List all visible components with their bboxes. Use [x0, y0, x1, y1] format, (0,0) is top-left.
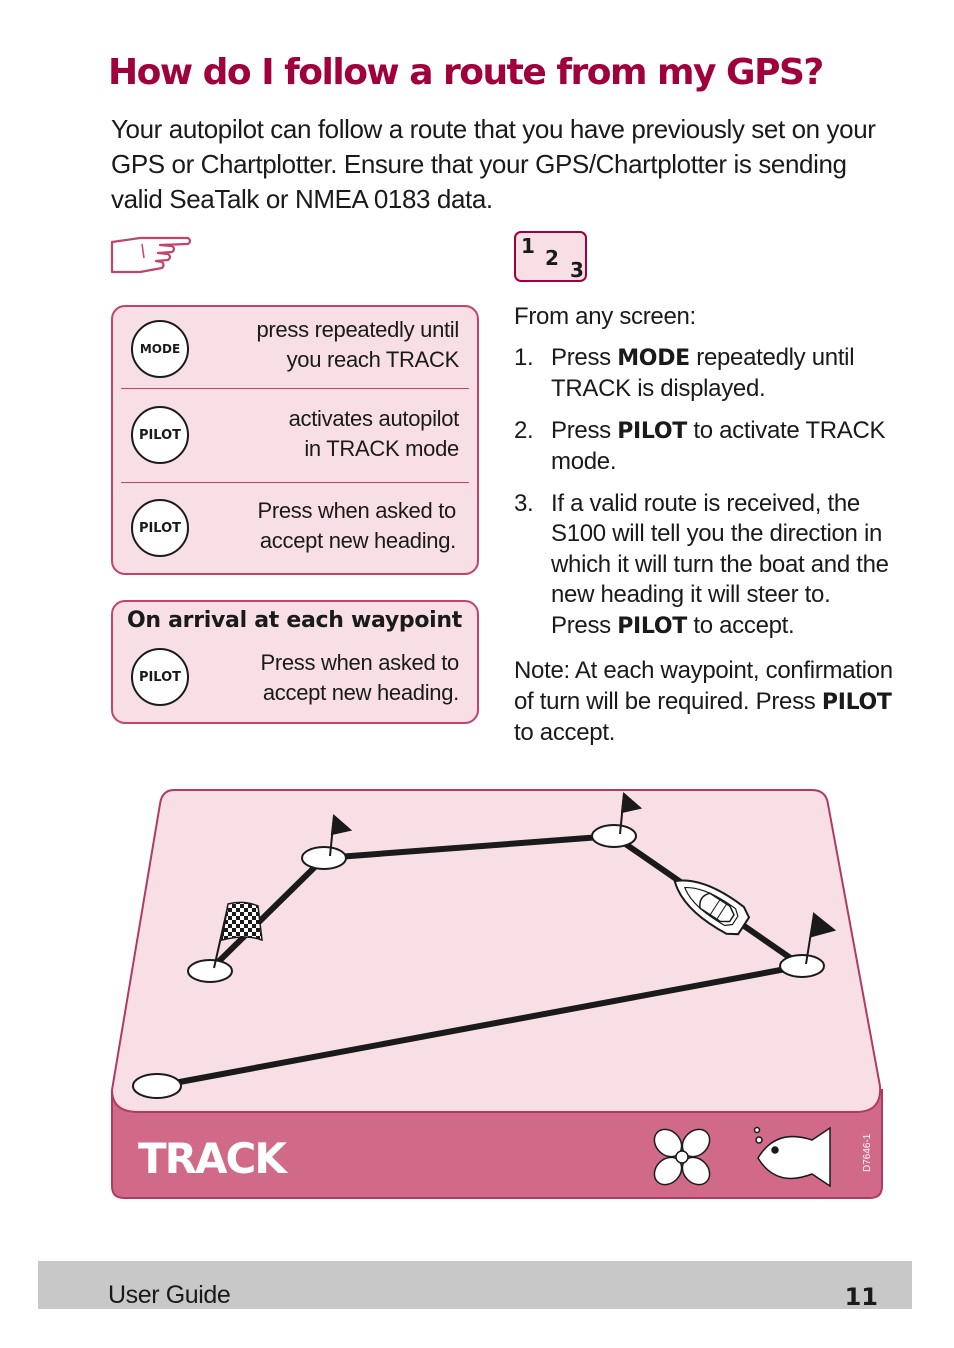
instructions: From any screen: 1. Press MODE repeatedl…: [514, 302, 894, 749]
key-action-panel: MODE press repeatedly until you reach TR…: [111, 305, 479, 575]
instructions-lead: From any screen:: [514, 303, 696, 330]
instructions-steps: 1. Press MODE repeatedly until TRACK is …: [514, 343, 894, 643]
fish-icon: [753, 1126, 831, 1188]
note-keyword: PILOT: [821, 689, 892, 715]
pilot-key-button[interactable]: PILOT: [131, 499, 189, 557]
desc-line-2: you reach TRACK: [286, 347, 460, 372]
step-text-pre: Press: [551, 343, 618, 371]
page-title: How do I follow a route from my GPS?: [108, 52, 824, 93]
instruction-step: 1. Press MODE repeatedly until TRACK is …: [514, 343, 894, 405]
note-text-pre: Note: At each waypoint, confirmation of …: [514, 657, 893, 715]
step-text-pre: If a valid route is received, the S100 w…: [551, 489, 889, 639]
key-row-description: press repeatedly until you reach TRACK: [256, 315, 459, 375]
pointing-hand-icon: [110, 236, 192, 274]
waypoint-marker: [132, 824, 825, 1099]
step-text-pre: Press: [551, 416, 618, 444]
page-footer: User Guide 11: [38, 1261, 912, 1311]
pilot-key-button[interactable]: PILOT: [131, 648, 189, 706]
numbered-steps-icon: 1 2 3: [514, 231, 587, 282]
arrival-description: Press when asked to accept new heading.: [260, 648, 459, 708]
route-diagram: [110, 789, 883, 1199]
mode-key-button[interactable]: MODE: [131, 320, 189, 378]
page-number: 11: [844, 1283, 878, 1311]
key-row-pilot-activate: PILOT activates autopilot in TRACK mode: [113, 389, 477, 482]
key-row-description: Press when asked to accept new heading.: [257, 496, 456, 556]
key-row-description: activates autopilot in TRACK mode: [288, 404, 460, 464]
panel-divider: [121, 388, 469, 389]
instruction-step: 3. If a valid route is received, the S10…: [514, 489, 894, 643]
boat-icon: [673, 879, 751, 936]
figure-code: D7646-1: [862, 1133, 873, 1172]
desc-line-1: activates autopilot: [288, 406, 460, 431]
step-digit-2: 2: [545, 246, 559, 270]
waypoint-flag-icon: [329, 791, 837, 965]
instruction-step: 2. Press PILOT to activate TRACK mode.: [514, 416, 894, 478]
desc-line-1: Press when asked to: [257, 498, 456, 523]
desc-line-1: Press when asked to: [260, 650, 459, 675]
panel-divider: [121, 482, 469, 483]
key-row-pilot-accept: PILOT Press when asked to accept new hea…: [113, 483, 477, 575]
route-line: [155, 833, 805, 1089]
step-digit-1: 1: [521, 234, 535, 258]
desc-line-2: accept new heading.: [262, 680, 459, 705]
step-number: 3.: [514, 489, 534, 517]
desc-line-2: in TRACK mode: [304, 436, 459, 461]
checkered-finish-flag-icon: [213, 901, 263, 969]
footer-guide-label: User Guide: [108, 1281, 231, 1309]
arrival-panel: On arrival at each waypoint PILOT Press …: [111, 600, 479, 724]
key-row-mode: MODE press repeatedly until you reach TR…: [113, 307, 477, 389]
step-keyword: PILOT: [617, 613, 687, 639]
step-digit-3: 3: [570, 258, 584, 282]
note-text-post: to accept.: [514, 719, 616, 746]
step-keyword: MODE: [617, 345, 690, 371]
step-number: 1.: [514, 343, 534, 371]
arrival-panel-title: On arrival at each waypoint: [127, 608, 462, 633]
track-screen-label: TRACK: [138, 1134, 287, 1183]
pilot-key-button[interactable]: PILOT: [131, 406, 189, 464]
screen-top-face: [110, 789, 882, 1113]
instructions-note: Note: At each waypoint, confirmation of …: [514, 656, 894, 749]
desc-line-1: press repeatedly until: [256, 317, 459, 342]
step-text-post: repeatedly until TRACK is displayed.: [551, 343, 855, 403]
step-keyword: PILOT: [617, 418, 687, 444]
intro-paragraph: Your autopilot can follow a route that y…: [111, 114, 876, 214]
step-number: 2.: [514, 416, 534, 444]
propeller-icon: [653, 1128, 711, 1186]
desc-line-2: accept new heading.: [259, 528, 456, 553]
step-text-post: to accept.: [686, 611, 795, 639]
step-text-post: to activate TRACK mode.: [551, 416, 886, 476]
